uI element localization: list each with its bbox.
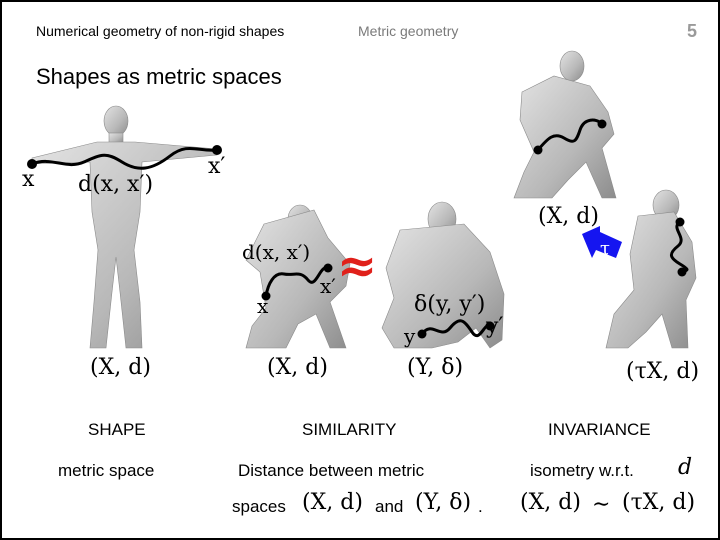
shape-description: metric space (58, 461, 154, 481)
shapes-figure (2, 2, 718, 402)
label-d-x-xprime: d(x, x′) (78, 172, 153, 197)
label-d-x-xprime-left: d(x, x′) (242, 240, 310, 264)
label-tauX-d: (τX, d) (626, 359, 699, 384)
label-Y-delta: (Y, δ) (407, 355, 463, 380)
label-y: y (404, 324, 415, 348)
label-X-d-similarity: (X, d) (267, 355, 328, 380)
point-xp-sitting (678, 268, 687, 277)
similarity-description-and: and (375, 497, 403, 517)
similarity-description-line1: Distance between metric (238, 461, 424, 481)
label-x-prime-left: x′ (320, 274, 336, 298)
similarity-math-Y-delta: (Y, δ) (415, 490, 471, 515)
label-X-d-shape: (X, d) (90, 355, 151, 380)
label-X-d-top: (X, d) (538, 204, 599, 229)
column-heading-invariance: INVARIANCE (548, 420, 651, 440)
approx-symbol: ≈ (337, 238, 377, 294)
point-y (418, 330, 427, 339)
standing-shape (32, 106, 217, 348)
label-y-prime: y′ (486, 314, 503, 339)
similarity-description-spaces: spaces (232, 497, 286, 517)
column-heading-shape: SHAPE (88, 420, 146, 440)
similarity-math-X-d: (X, d) (302, 490, 363, 515)
point-xp-left (324, 264, 333, 273)
invariance-math-tauX-d: (τX, d) (622, 490, 695, 515)
point-xp-top (598, 120, 607, 129)
point-x-sitting (676, 218, 685, 227)
column-heading-similarity: SIMILARITY (302, 420, 396, 440)
label-delta-y-yprime: δ(y, y′) (414, 292, 485, 317)
label-x-left: x (257, 294, 268, 318)
invariance-description: isometry w.r.t. (530, 461, 634, 481)
similarity-description-period: . (478, 497, 483, 517)
label-x-prime: x′ (208, 154, 225, 179)
label-x: x (22, 167, 34, 192)
invariance-math-X-d: (X, d) (520, 490, 581, 515)
invariance-sim-symbol: ∼ (592, 492, 610, 517)
point-x-top (534, 146, 543, 155)
invariance-math-d: d (678, 455, 692, 480)
label-tau-arrow: τ (600, 238, 610, 259)
